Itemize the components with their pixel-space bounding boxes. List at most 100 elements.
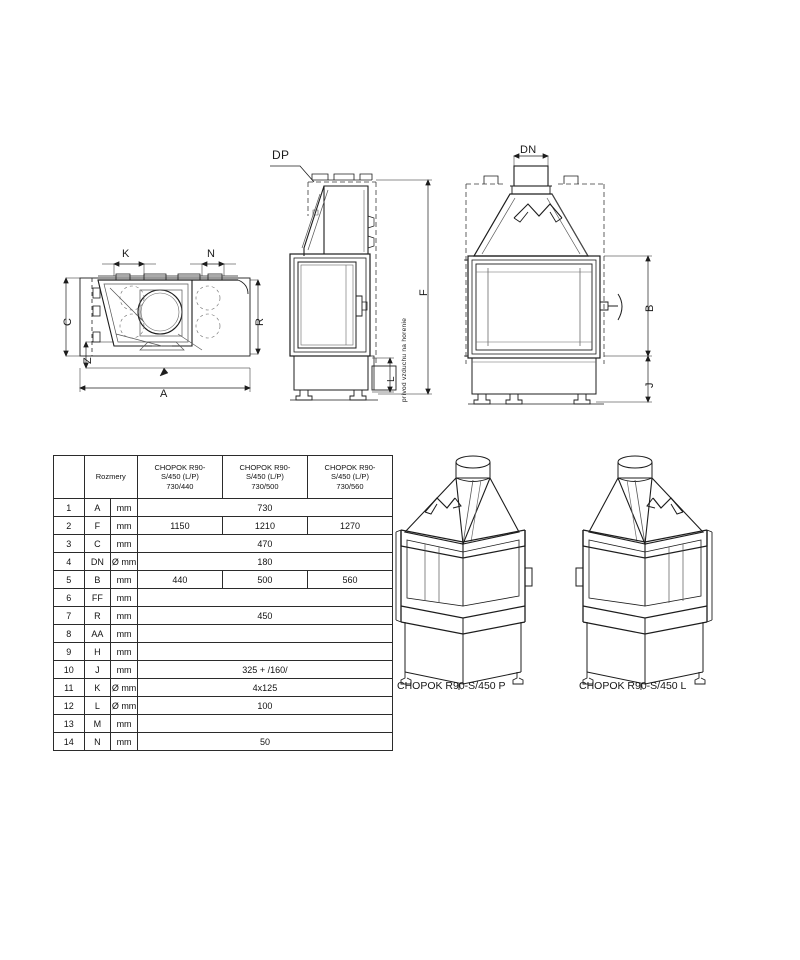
row-number: 8 — [53, 624, 85, 643]
header-column-1-line3: 730/440 — [166, 481, 194, 491]
row-symbol: F — [83, 516, 112, 535]
row-number: 11 — [53, 678, 85, 697]
row-value: 1210 — [221, 516, 308, 535]
product-illustration-p: CHOPOK R90-S/450 P — [395, 440, 585, 697]
dimension-label-c: C — [62, 317, 74, 326]
row-unit: Ø mm — [110, 678, 138, 697]
side-view-svg — [270, 165, 432, 401]
row-symbol: J — [83, 660, 112, 679]
row-number: 3 — [53, 534, 85, 553]
row-unit: mm — [110, 498, 138, 517]
header-column-3-line3: 730/560 — [336, 481, 364, 491]
row-number: 13 — [53, 714, 85, 733]
dimension-label-f: F — [418, 288, 430, 296]
dimension-label-j: J — [644, 382, 656, 388]
row-symbol: N — [83, 732, 112, 751]
top-view-drawing: K N C Z R A — [52, 248, 292, 415]
row-symbol: R — [83, 606, 112, 625]
row-value: 180 — [136, 552, 394, 571]
table-header-row: Rozmery CHOPOK R90- S/450 (L/P) 730/440 … — [53, 455, 394, 499]
product-p-svg — [395, 455, 533, 697]
header-column-2: CHOPOK R90- S/450 (L/P) 730/500 — [221, 455, 308, 499]
dimension-label-a: A — [160, 388, 168, 400]
row-number: 7 — [53, 606, 85, 625]
header-column-1: CHOPOK R90- S/450 (L/P) 730/440 — [136, 455, 223, 499]
row-unit: mm — [110, 588, 138, 607]
row-value: 500 — [221, 570, 308, 589]
row-unit: mm — [110, 570, 138, 589]
product-caption-l: CHOPOK R90-S/450 L — [579, 680, 687, 692]
header-column-3: CHOPOK R90- S/450 (L/P) 730/560 — [306, 455, 394, 499]
dimension-label-k: K — [122, 248, 130, 260]
row-symbol: A — [83, 498, 112, 517]
row-unit: mm — [110, 660, 138, 679]
row-value — [136, 642, 394, 661]
header-column-3-line1: CHOPOK R90- — [324, 462, 376, 472]
header-column-3-line2: S/450 (L/P) — [331, 472, 369, 482]
header-column-2-line1: CHOPOK R90- — [239, 462, 291, 472]
row-number: 10 — [53, 660, 85, 679]
dimension-label-dp: DP — [272, 148, 290, 162]
product-caption-p: CHOPOK R90-S/450 P — [397, 680, 506, 692]
drawings-row: K N C Z R A — [0, 130, 800, 430]
product-l-svg — [575, 455, 713, 697]
row-symbol: M — [83, 714, 112, 733]
product-illustration-l: CHOPOK R90-S/450 L — [575, 440, 765, 697]
row-value — [136, 588, 394, 607]
row-number: 9 — [53, 642, 85, 661]
row-unit: mm — [110, 714, 138, 733]
front-view-drawing: DN B J — [452, 144, 682, 417]
row-unit: mm — [110, 516, 138, 535]
row-symbol: B — [83, 570, 112, 589]
top-view-svg — [63, 261, 261, 392]
header-column-2-line3: 730/500 — [251, 481, 279, 491]
row-symbol: L — [83, 696, 112, 715]
row-unit: mm — [110, 642, 138, 661]
row-value — [136, 624, 394, 643]
row-symbol: DN — [83, 552, 112, 571]
row-symbol: FF — [83, 588, 112, 607]
dimension-label-r: R — [254, 317, 266, 326]
row-number: 14 — [53, 732, 85, 751]
table-header: Rozmery CHOPOK R90- S/450 (L/P) 730/440 … — [53, 455, 394, 499]
air-inlet-note: prívod vzduchu na horenie — [401, 317, 408, 402]
row-value — [136, 714, 394, 733]
row-value: 440 — [136, 570, 223, 589]
row-unit: mm — [110, 732, 138, 751]
front-view-svg — [464, 153, 652, 405]
row-number: 4 — [53, 552, 85, 571]
row-value: 100 — [136, 696, 394, 715]
row-unit: Ø mm — [110, 552, 138, 571]
row-symbol: C — [83, 534, 112, 553]
row-number: 12 — [53, 696, 85, 715]
dimension-label-dn: DN — [520, 144, 537, 156]
row-unit: Ø mm — [110, 696, 138, 715]
header-column-1-line2: S/450 (L/P) — [160, 472, 199, 482]
row-value: 470 — [136, 534, 394, 553]
row-number: 2 — [53, 516, 85, 535]
dimension-label-b: B — [644, 304, 656, 312]
dimensions-table: Rozmery CHOPOK R90- S/450 (L/P) 730/440 … — [53, 455, 394, 751]
row-unit: mm — [110, 606, 138, 625]
row-value: 730 — [136, 498, 394, 517]
row-value: 450 — [136, 606, 394, 625]
product-illustrations: CHOPOK R90-S/450 P — [395, 440, 795, 740]
header-column-2-line2: S/450 (L/P) — [245, 472, 284, 482]
row-unit: mm — [110, 624, 138, 643]
header-rozmery: Rozmery — [83, 455, 138, 499]
dimension-label-n: N — [207, 248, 216, 260]
